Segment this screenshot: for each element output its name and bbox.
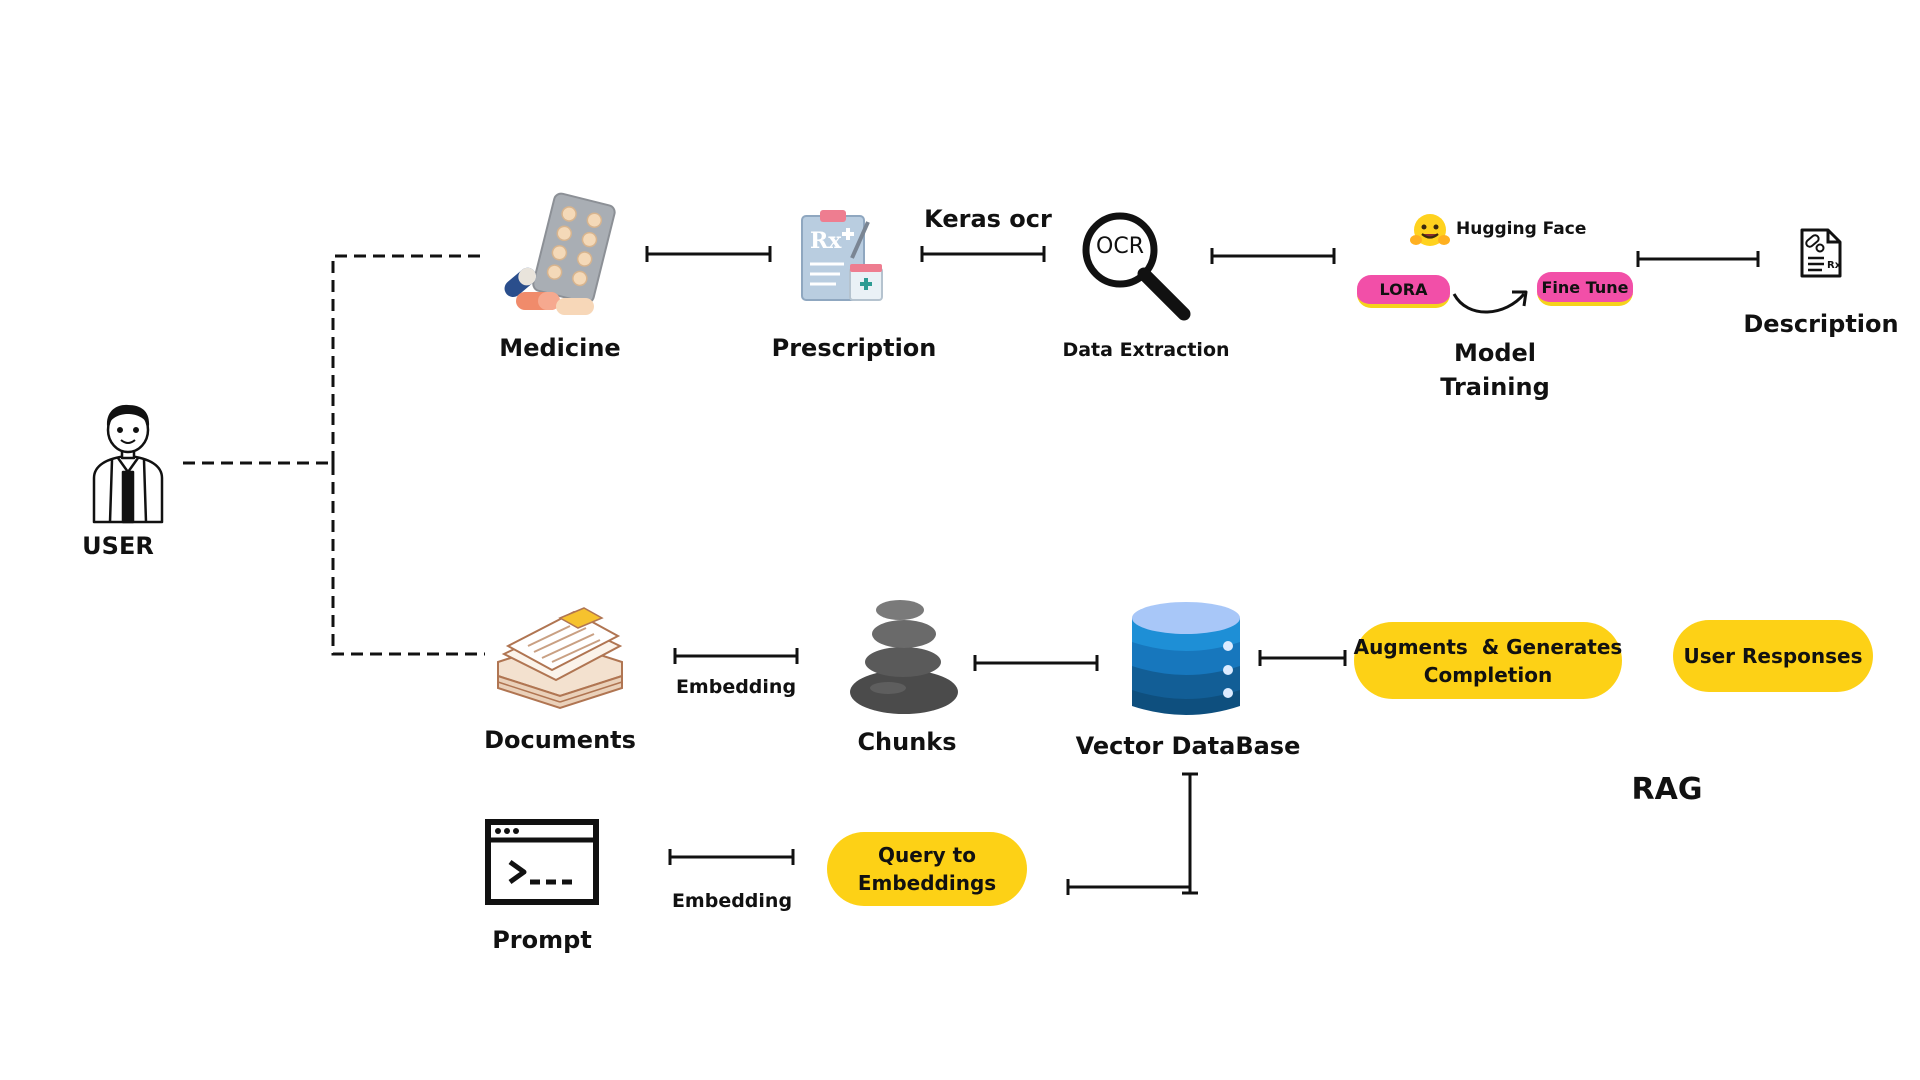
prompt-label: Prompt bbox=[492, 926, 592, 954]
connector-ocr-training bbox=[1210, 248, 1336, 264]
user-avatar-icon bbox=[92, 404, 164, 524]
hugging-face-label: Hugging Face bbox=[1456, 219, 1587, 239]
rag-label: RAG bbox=[1631, 772, 1703, 807]
connector-query-vectordb bbox=[1066, 772, 1198, 895]
embedding-top-label: Embedding bbox=[675, 676, 797, 698]
prompt-terminal-icon bbox=[485, 819, 599, 905]
prescription-clipboard-icon: Rx bbox=[801, 210, 883, 301]
medicine-label: Medicine bbox=[499, 334, 621, 362]
vector-database-cylinder-icon bbox=[1132, 602, 1240, 715]
fine-tune-tag: Fine Tune bbox=[1537, 272, 1633, 306]
connector-medicine-prescription bbox=[645, 246, 772, 262]
user-label: USER bbox=[82, 532, 154, 560]
hugging-face-emoji-icon bbox=[1410, 214, 1450, 246]
description-document-icon: Rx bbox=[1800, 228, 1842, 278]
ocr-glyph-text: OCR bbox=[1096, 234, 1144, 259]
query-to-embeddings-pill: Query to Embeddings bbox=[827, 832, 1027, 906]
vector-database-label: Vector DataBase bbox=[1075, 732, 1301, 760]
keras-ocr-label: Keras ocr bbox=[924, 205, 1052, 233]
user-responses-pill: User Responses bbox=[1673, 620, 1873, 692]
connector-training-description bbox=[1636, 251, 1760, 267]
medicine-pills-icon bbox=[504, 192, 616, 315]
model-training-label: Model Training bbox=[1440, 339, 1550, 401]
chunks-stones-icon bbox=[850, 600, 958, 714]
svg-text:Rx: Rx bbox=[810, 228, 842, 254]
connector-prompt-query bbox=[668, 849, 795, 865]
documents-stack-icon bbox=[497, 607, 623, 710]
lora-tag: LORA bbox=[1357, 275, 1450, 308]
connector-chunks-vectordb bbox=[973, 655, 1099, 671]
lora-to-finetune-arrow-icon bbox=[1452, 290, 1528, 314]
svg-text:Rx: Rx bbox=[1827, 260, 1842, 271]
connector-documents-chunks bbox=[673, 648, 799, 664]
chunks-label: Chunks bbox=[857, 728, 957, 756]
connector-prescription-ocr bbox=[920, 246, 1046, 262]
embedding-bottom-label: Embedding bbox=[671, 890, 793, 912]
user-dashed-connector bbox=[183, 254, 485, 656]
description-label: Description bbox=[1743, 310, 1899, 338]
augments-generates-pill: Augments & Generates Completion bbox=[1354, 622, 1622, 699]
data-extraction-label: Data Extraction bbox=[1062, 339, 1230, 361]
connector-vectordb-augments bbox=[1258, 650, 1347, 666]
ocr-magnifier-icon bbox=[1082, 212, 1191, 321]
prescription-label: Prescription bbox=[771, 334, 937, 362]
documents-label: Documents bbox=[484, 726, 636, 754]
